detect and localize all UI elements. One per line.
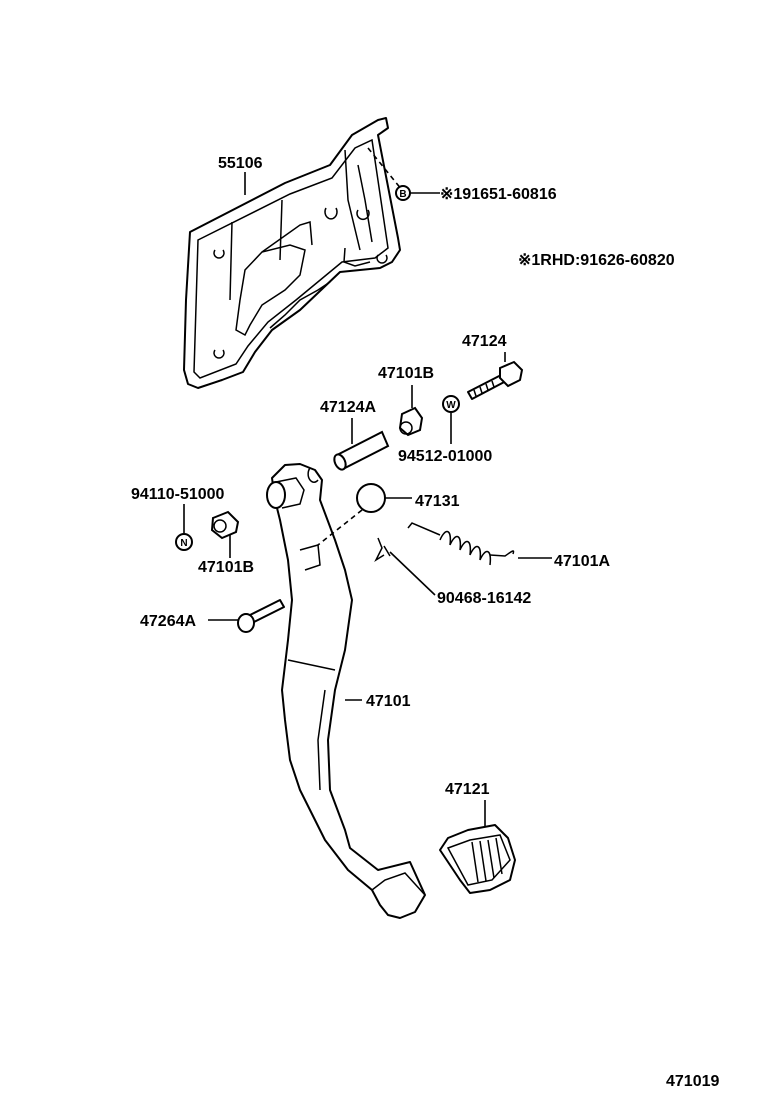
label-94110-51000: 94110-51000	[131, 486, 225, 503]
label-55106: 55106	[218, 155, 263, 172]
collar-47124a	[333, 418, 390, 471]
label-47121: 47121	[445, 781, 490, 798]
label-191651-60816: ※191651-60816	[440, 186, 557, 203]
label-47101b-lower: 47101B	[198, 559, 254, 576]
nut-94110: N	[175, 504, 193, 551]
label-47124: 47124	[462, 333, 507, 350]
label-47124a: 47124A	[320, 399, 376, 416]
clevis-pin-47264a	[208, 599, 285, 633]
label-47131: 47131	[415, 493, 460, 510]
brake-pedal-arm-47101	[266, 463, 426, 919]
pedal-pad-47121	[439, 800, 516, 894]
label-90468-16142: 90468-16142	[437, 590, 531, 607]
return-spring-47101a	[407, 522, 552, 566]
label-47101a: 47101A	[554, 553, 610, 570]
w-marker-icon	[442, 395, 460, 413]
cushion-47131	[317, 483, 412, 546]
pedal-bracket-55106	[183, 117, 401, 389]
label-94512-01000: 94512-01000	[398, 448, 492, 465]
bushing-47101b-upper	[398, 385, 424, 437]
figure-number: 471019	[666, 1073, 719, 1090]
washer-94512: W	[442, 395, 460, 444]
label-47101: 47101	[366, 693, 411, 710]
n-marker-icon	[175, 533, 193, 551]
label-47101b-upper: 47101B	[378, 365, 434, 382]
bushing-47101b-lower	[210, 510, 240, 558]
label-rhd-note: ※1RHD:91626-60820	[518, 252, 675, 269]
clip-90468	[374, 537, 436, 596]
n-marker-letter: N	[180, 538, 187, 549]
bolt-47124	[467, 352, 524, 400]
w-marker-letter: W	[446, 400, 456, 411]
bolt-191651: B	[367, 147, 440, 201]
b-marker-letter: B	[399, 189, 406, 200]
label-47264a: 47264A	[140, 613, 196, 630]
